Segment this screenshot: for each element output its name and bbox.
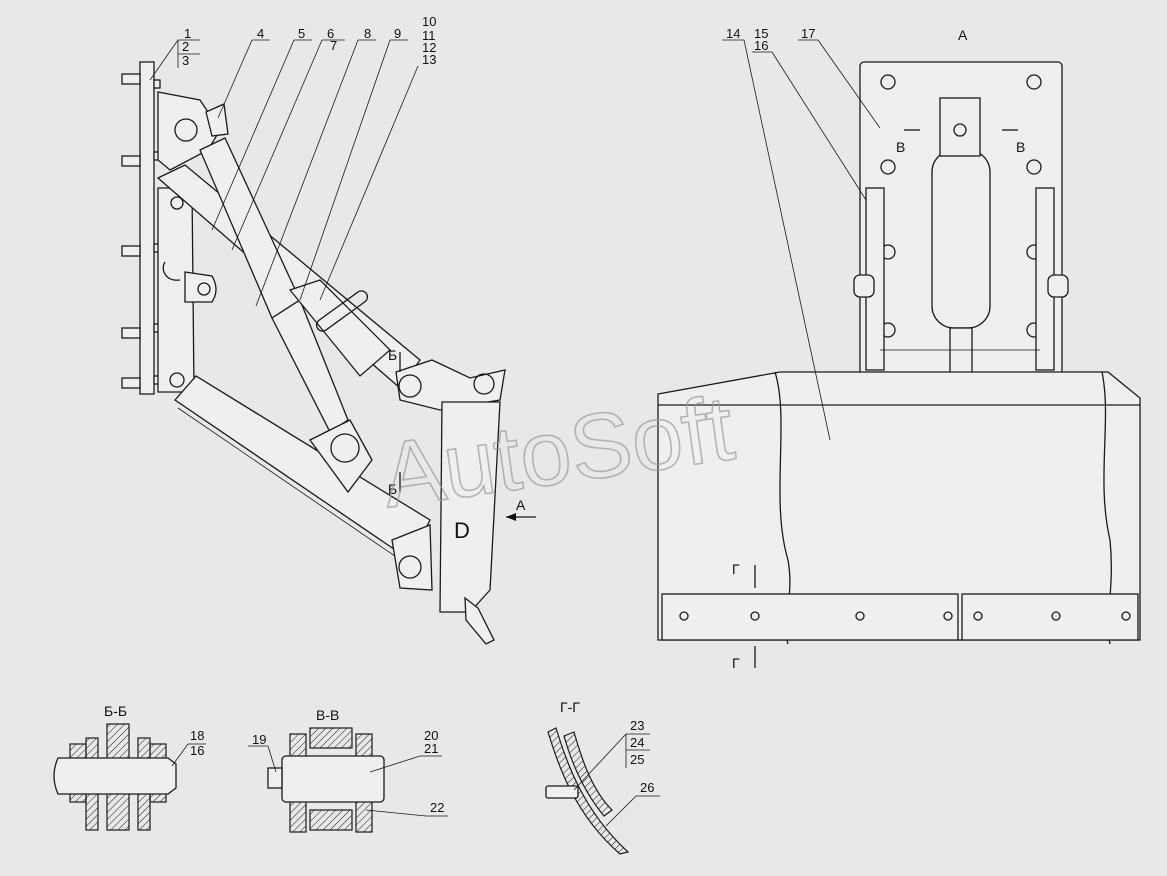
section-vv: В-В 19 20 21 22 xyxy=(248,707,448,833)
cylinder-clevis xyxy=(939,97,981,157)
callout-10: 10 xyxy=(422,14,436,29)
bolt-4 xyxy=(205,103,229,137)
blade-section xyxy=(547,727,630,855)
callout-4: 4 xyxy=(257,26,264,41)
callout-7: 7 xyxy=(330,38,337,53)
section-g-bottom-label: Г xyxy=(732,655,740,671)
callout-26: 26 xyxy=(640,780,654,795)
callout-24: 24 xyxy=(630,735,644,750)
side-view: D Б Б А xyxy=(121,61,536,645)
callout-17: 17 xyxy=(801,26,815,41)
cutting-edge-bolts xyxy=(679,611,1131,621)
callout-9: 9 xyxy=(394,26,401,41)
callout-25: 25 xyxy=(630,752,644,767)
section-bb: Б-Б 18 16 xyxy=(53,703,206,831)
lower-arm xyxy=(174,375,431,561)
blade-profile xyxy=(439,401,501,613)
callout-3: 3 xyxy=(182,53,189,68)
section-v-left-label: В xyxy=(896,139,905,155)
hook-mark xyxy=(162,261,181,281)
section-vv-title: В-В xyxy=(316,707,339,723)
callout-20: 20 xyxy=(424,728,438,743)
section-b-top-label: Б xyxy=(388,347,397,363)
callout-16-bb: 16 xyxy=(190,743,204,758)
edge-section xyxy=(563,731,613,817)
cutting-edge-plate-right xyxy=(961,593,1139,641)
view-a-cylinder xyxy=(931,149,991,329)
callout-14: 14 xyxy=(726,26,740,41)
section-gg-title: Г-Г xyxy=(560,699,580,715)
callout-8: 8 xyxy=(364,26,371,41)
callout-12: 12 xyxy=(422,40,436,55)
callout-16: 16 xyxy=(754,38,768,53)
section-vv-pin xyxy=(281,755,385,803)
callout-15: 15 xyxy=(754,26,768,41)
view-a: А В В xyxy=(657,26,1141,671)
section-bb-title: Б-Б xyxy=(104,703,127,719)
callout-11: 11 xyxy=(422,28,436,43)
slot xyxy=(315,290,369,332)
section-b-bottom-label: Б xyxy=(388,481,397,497)
callout-21: 21 xyxy=(424,741,438,756)
section-gg: Г-Г 23 24 25 26 xyxy=(545,699,660,855)
mark-d: D xyxy=(454,518,470,543)
section-bb-pin xyxy=(53,757,177,795)
section-gg-bolt xyxy=(545,785,579,799)
callout-6: 6 xyxy=(327,26,334,41)
view-a-title: А xyxy=(958,27,968,43)
view-a-arrow-label: А xyxy=(516,497,526,513)
section-v-right-label: В xyxy=(1016,139,1025,155)
callout-18: 18 xyxy=(190,728,204,743)
callout-1: 1 xyxy=(184,26,191,41)
hinge-top xyxy=(395,359,506,411)
mounting-plate xyxy=(139,61,155,395)
cutting-edge xyxy=(464,596,495,645)
callout-2: 2 xyxy=(182,39,189,54)
callout-22: 22 xyxy=(430,800,444,815)
callout-5: 5 xyxy=(298,26,305,41)
side-callouts: 1 2 3 4 5 6 7 8 9 10 11 12 13 xyxy=(149,14,436,307)
callout-19: 19 xyxy=(252,732,266,747)
cutting-edge-plate-left xyxy=(661,593,959,641)
blade-front xyxy=(657,371,1141,641)
section-g-top-label: Г xyxy=(732,561,740,577)
callout-13: 13 xyxy=(422,52,436,67)
cylinder-rod xyxy=(271,299,349,433)
callout-23: 23 xyxy=(630,718,644,733)
